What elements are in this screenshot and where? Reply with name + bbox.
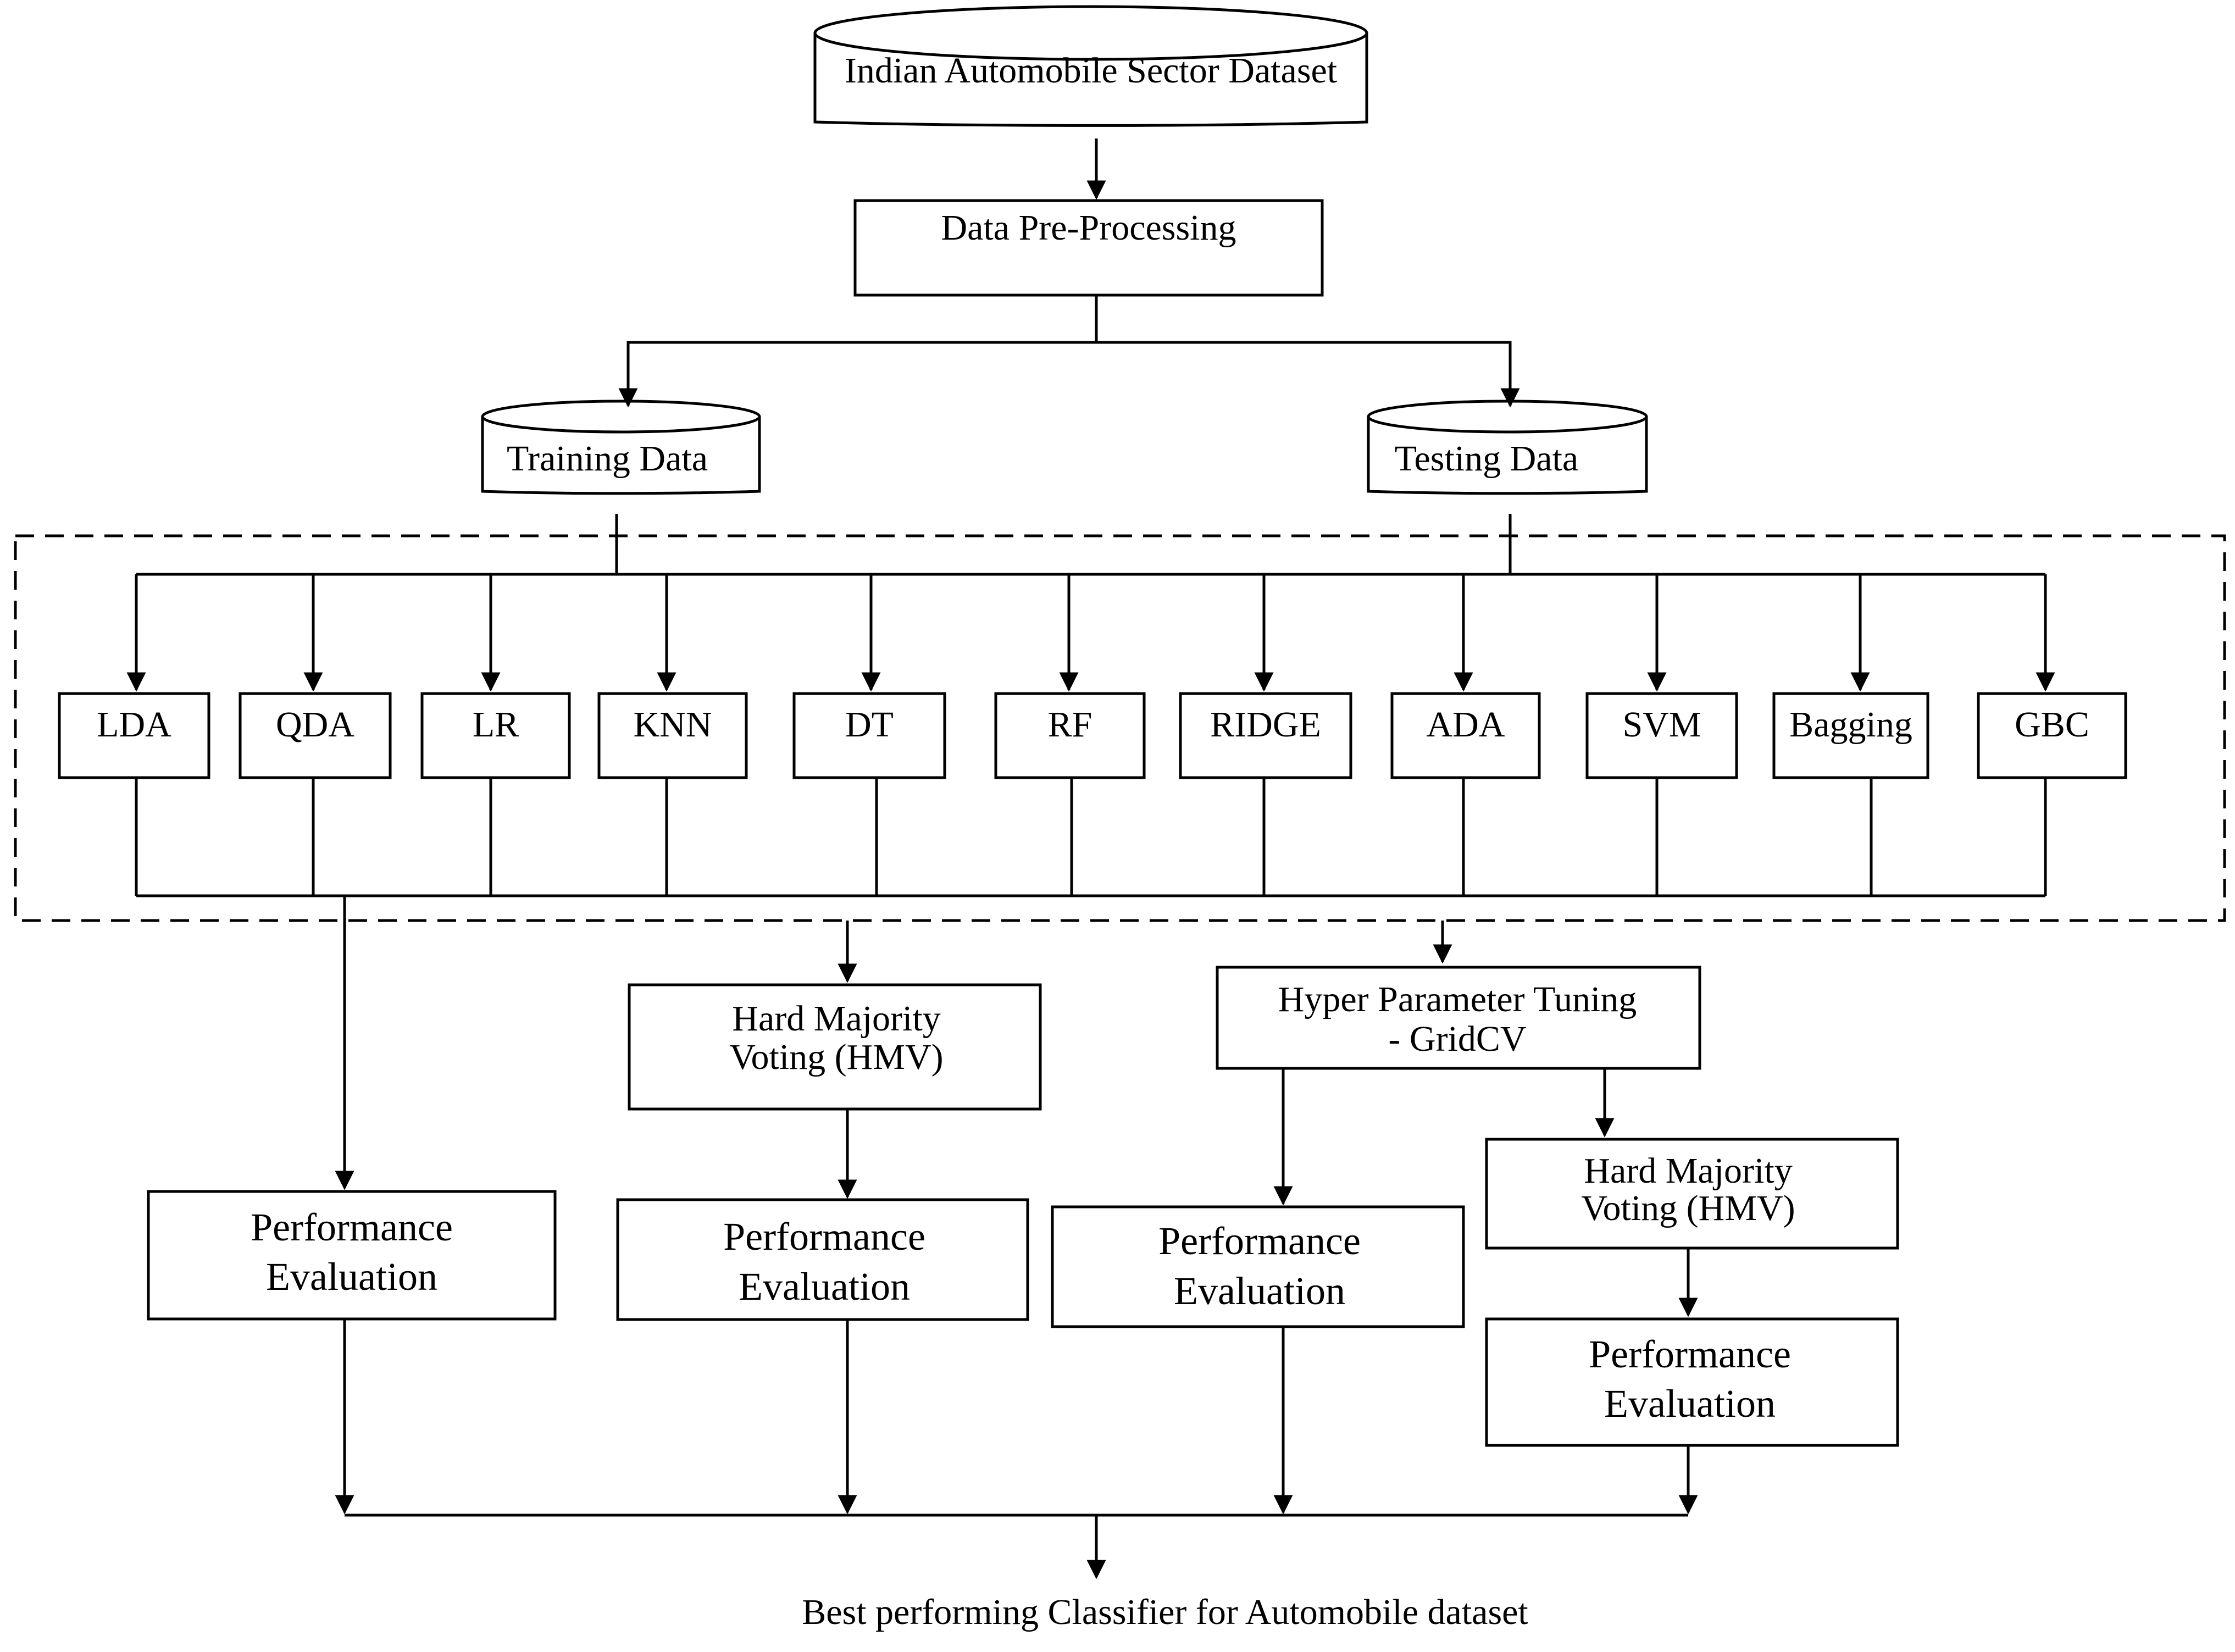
training-data-node: Training Data [481, 400, 761, 495]
classifier-group-frame [14, 534, 2226, 922]
preprocessing-node: Data Pre-Processing [853, 199, 1324, 297]
classifier-row: LDA QDA LR KNN DT RF RIDGE ADA SVM Bagging GBC [58, 574, 2127, 896]
performance-evaluation-1-line2: Evaluation [266, 1255, 437, 1299]
classifier-label-dt: DT [845, 705, 894, 745]
branch-direct: Performance Evaluation [147, 896, 557, 1321]
performance-evaluation-4 [1485, 1317, 1899, 1447]
performance-evaluation-2 [616, 1198, 1029, 1321]
hmv-1-line2: Voting (HMV) [729, 1037, 943, 1077]
performance-evaluation-3-line1: Performance [1158, 1219, 1361, 1263]
classifier-label-gbc: GBC [2015, 705, 2089, 745]
testing-data-node: Testing Data [1367, 400, 1648, 495]
classifier-box-lda [58, 692, 210, 779]
classifier-box-ada [1390, 692, 1541, 779]
classifier-box-dt [792, 692, 946, 779]
performance-evaluation-1 [147, 1190, 557, 1321]
hard-majority-voting-2 [1485, 1138, 1899, 1250]
performance-evaluation-4-line2: Evaluation [1604, 1382, 1776, 1426]
hmv-1-line1: Hard Majority [732, 999, 940, 1039]
tuning-line2: - GridCV [1388, 1019, 1526, 1059]
testing-data-label: Testing Data [1395, 439, 1578, 479]
classifier-label-ridge: RIDGE [1210, 705, 1321, 745]
classifier-label-knn: KNN [634, 705, 712, 745]
performance-evaluation-3 [1051, 1205, 1465, 1328]
branch-hmv: Hard Majority Voting (HMV) Performance E… [616, 921, 1042, 1321]
performance-evaluation-4-line1: Performance [1589, 1332, 1791, 1376]
classifier-label-bagging: Bagging [1789, 705, 1912, 745]
result-label: Best performing Classifier for Automobil… [802, 1592, 1528, 1632]
hmv-2-line1: Hard Majority [1584, 1151, 1792, 1191]
classifier-label-lr: LR [473, 705, 519, 745]
dataset-node: Indian Automobile Sector Dataset [813, 5, 1368, 127]
branch-tuning: Hyper Parameter Tuning - GridCV Performa… [1051, 921, 1899, 1447]
classifier-box-lr [420, 692, 571, 779]
classifier-label-qda: QDA [276, 705, 354, 745]
classifier-label-lda: LDA [97, 705, 171, 745]
preprocessing-label: Data Pre-Processing [941, 208, 1236, 248]
performance-evaluation-2-line2: Evaluation [739, 1265, 910, 1309]
classifier-box-qda [239, 692, 392, 779]
classifier-label-ada: ADA [1427, 705, 1505, 745]
performance-evaluation-2-line1: Performance [723, 1215, 925, 1259]
hyper-parameter-tuning [1216, 966, 1701, 1070]
classifier-box-ridge [1179, 692, 1352, 779]
classifier-label-rf: RF [1048, 705, 1092, 745]
tuning-line1: Hyper Parameter Tuning [1278, 979, 1637, 1019]
classifier-box-bagging [1772, 692, 1929, 779]
connectors-bottom [335, 1319, 1698, 1579]
classifier-box-svm [1585, 692, 1738, 779]
classifier-label-svm: SVM [1622, 705, 1701, 745]
performance-evaluation-3-line2: Evaluation [1174, 1269, 1345, 1313]
classifier-box-gbc [1977, 692, 2127, 779]
dataset-label: Indian Automobile Sector Dataset [845, 51, 1337, 91]
classifier-box-rf [994, 692, 1146, 779]
connectors-top [136, 138, 2045, 576]
training-data-label: Training Data [507, 439, 708, 479]
performance-evaluation-1-line1: Performance [251, 1205, 453, 1249]
hard-majority-voting-1 [628, 983, 1042, 1111]
hmv-2-line2: Voting (HMV) [1581, 1188, 1795, 1228]
classifier-box-knn [597, 692, 748, 779]
